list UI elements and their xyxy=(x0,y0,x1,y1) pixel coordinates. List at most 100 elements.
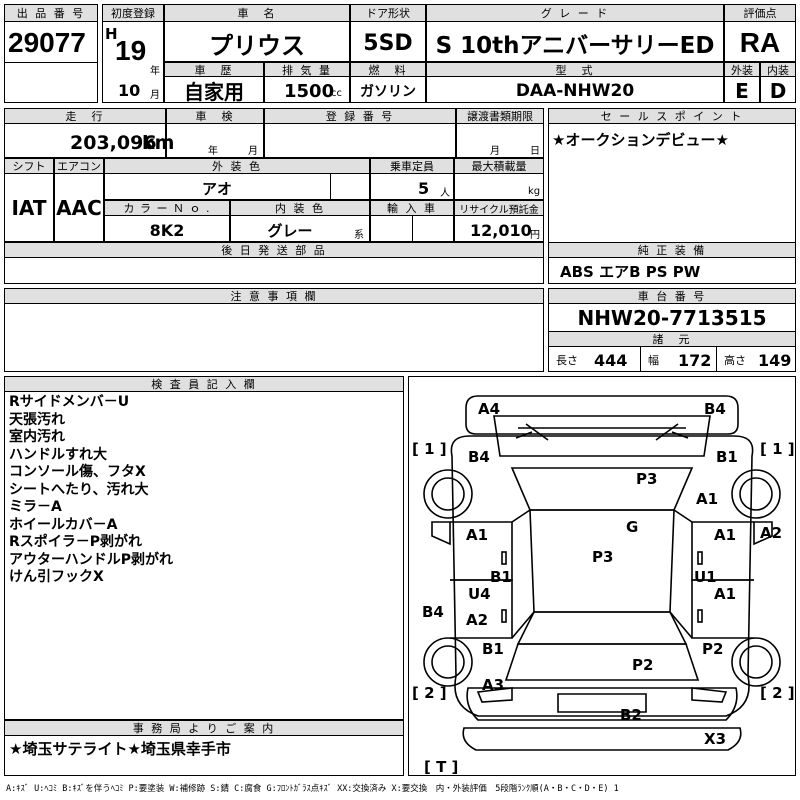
note-item: コンソール傷、フタX xyxy=(9,464,146,480)
mark-rear-bumper-right: X3 xyxy=(704,730,727,748)
door-type: 5SD xyxy=(363,30,413,56)
tag-t: [ T ] xyxy=(424,758,458,776)
first-reg-month: 10 xyxy=(118,80,141,100)
first-reg-year: 19 xyxy=(115,35,147,66)
model: DAA-NHW20 xyxy=(515,80,635,101)
ext-color-divider xyxy=(330,174,331,200)
note-item: シートへたり、汚れ大 xyxy=(9,481,149,498)
mark-right-mirror: A2 xyxy=(760,524,783,542)
spec-div-1 xyxy=(640,347,641,372)
fuel-label: 燃 料 xyxy=(350,62,426,77)
fuel: ガソリン xyxy=(360,83,416,100)
max-load-unit: kg xyxy=(528,185,541,197)
transfer-label: 譲渡書類期限 xyxy=(456,108,544,124)
shift-label: シフト xyxy=(4,158,54,174)
note-item: 天張汚れ xyxy=(9,411,65,428)
history-label: 車 歴 xyxy=(164,62,264,77)
note-item: 室内汚れ xyxy=(9,429,65,445)
mark-front-bumper-right: B4 xyxy=(704,400,726,418)
mark-front-door-left: A1 xyxy=(466,526,489,544)
spec-length: 444 xyxy=(594,350,628,370)
ext-color-label: 外 装 色 xyxy=(104,158,370,174)
chassis-number: NHW20-7713515 xyxy=(577,306,767,330)
history: 自家用 xyxy=(184,80,244,104)
ac-label: エアコン xyxy=(54,158,104,174)
office-info: ★埼玉サテライト★埼玉県幸手市 xyxy=(9,739,231,758)
recycle-unit: 円 xyxy=(530,229,540,241)
factory-equip: ABS エアB PS PW xyxy=(560,262,701,281)
mark-left-mirror: B4 xyxy=(422,603,444,621)
tag-2-right: [ 2 ] xyxy=(760,684,795,702)
mark-rear-fender-left: B1 xyxy=(482,640,504,658)
color-no: 8K2 xyxy=(149,220,185,240)
capacity: 5 xyxy=(418,178,430,198)
note-item: けん引フックX xyxy=(9,569,104,585)
mark-rear-bumper: B2 xyxy=(620,706,642,724)
spec-width-label: 幅 xyxy=(648,354,659,367)
inspector-notes: Rサイドメンバ－U 天張汚れ 室内汚れ ハンドルすれ大 コンソール傷、フタX シ… xyxy=(9,394,399,587)
diagram-box xyxy=(408,376,796,776)
int-color: グレー xyxy=(267,221,313,240)
reg-no-label: 登 録 番 号 xyxy=(264,108,456,124)
car-name-label: 車 名 xyxy=(164,4,350,22)
note-item: ミラ－A xyxy=(9,499,62,515)
mark-trunk: P2 xyxy=(632,656,654,674)
tag-1-left: [ 1 ] xyxy=(412,440,447,458)
first-reg-era: H xyxy=(105,25,118,43)
mark-rear-door-left: U4 xyxy=(468,585,491,603)
spec-height: 149 xyxy=(758,350,792,370)
car-diagram: [ 1 ] [ 1 ] [ 2 ] [ 2 ] [ T ] xyxy=(412,395,795,776)
displacement-unit: cc xyxy=(331,87,342,99)
int-grade-label: 内装 xyxy=(760,62,796,77)
mark-hood: P3 xyxy=(636,470,658,488)
lot-label: 出 品 番 号 xyxy=(4,4,98,22)
first-reg-label: 初度登録 xyxy=(102,4,164,22)
inspection-month-unit: 月 xyxy=(248,145,258,157)
ext-color: アオ xyxy=(201,179,232,198)
int-color-unit: 系 xyxy=(354,229,364,241)
lot-number: 29077 xyxy=(8,27,86,58)
mark-front-right-panel: A1 xyxy=(696,490,719,508)
spec-div-2 xyxy=(716,347,717,372)
mark-front-bumper-left: A4 xyxy=(478,400,501,418)
import-label: 輸 入 車 xyxy=(370,200,454,216)
score-label: 評価点 xyxy=(724,4,796,22)
color-no-label: カ ラ ー Ｎ ｏ . xyxy=(104,200,230,216)
chassis-label: 車 台 番 号 xyxy=(548,288,796,304)
grade-label: グ レ ー ド xyxy=(426,4,724,22)
recycle-label: リサイクル預託金 xyxy=(454,200,544,216)
mark-windshield: G xyxy=(626,518,639,536)
car-name: プリウス xyxy=(209,31,305,60)
specs-label: 諸 元 xyxy=(548,331,796,347)
office-label: 事 務 局 よ り ご 案 内 xyxy=(4,720,404,736)
ext-grade: E xyxy=(735,78,749,103)
mark-front-fender-right: B1 xyxy=(716,448,738,466)
note-item: ホイールカバ－A xyxy=(9,516,118,533)
grade: S 10thアニバーサリーED xyxy=(435,33,715,59)
spec-width: 172 xyxy=(678,350,712,370)
note-item: Rスポイラ－P剥がれ xyxy=(9,534,143,550)
mark-roof: P3 xyxy=(592,548,614,566)
mark-front-door-right: A1 xyxy=(714,526,737,544)
int-grade: D xyxy=(769,78,787,103)
shift: IAT xyxy=(11,196,47,220)
door-label: ドア形状 xyxy=(350,4,426,22)
inspector-label: 検 査 員 記 入 欄 xyxy=(4,376,404,392)
factory-equip-label: 純 正 装 備 xyxy=(548,242,796,258)
import-divider xyxy=(412,216,413,242)
mark-rear-quarter-left: A3 xyxy=(482,676,505,694)
first-reg-year-unit: 年 xyxy=(150,65,160,77)
mark-left-rocker: B1 xyxy=(490,568,512,586)
inspection-year-unit: 年 xyxy=(208,145,218,157)
sales-point-label: セ ー ル ス ポ イ ン ト xyxy=(548,108,796,124)
transfer-month-unit: 月 xyxy=(490,145,500,157)
score: RA xyxy=(739,27,781,58)
mileage: 203,096 xyxy=(70,132,157,154)
parts-later-label: 後 日 発 送 部 品 xyxy=(4,242,544,258)
caution-label: 注 意 事 項 欄 xyxy=(4,288,544,304)
mark-front-fender-left: B4 xyxy=(468,448,490,466)
spec-length-label: 長さ xyxy=(556,354,578,367)
note-item: ハンドルすれ大 xyxy=(9,446,107,463)
tag-2-left: [ 2 ] xyxy=(412,684,447,702)
displacement: 1500 xyxy=(284,80,335,102)
